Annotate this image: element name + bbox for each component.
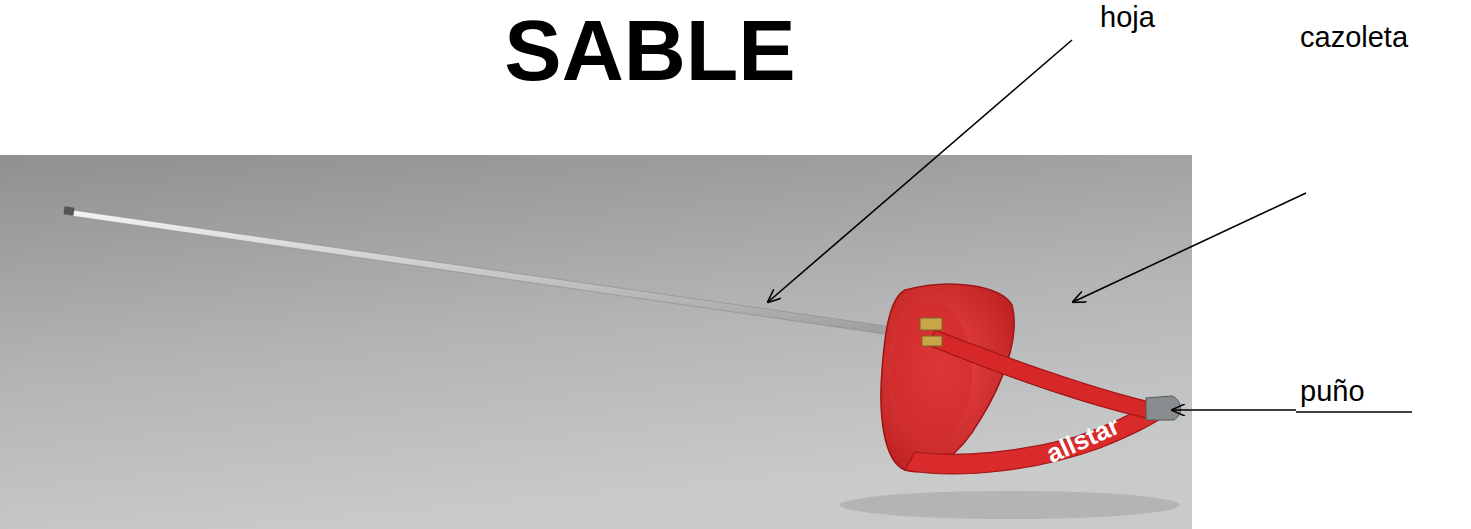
part-name: cazoleta — [1300, 20, 1408, 54]
grip — [928, 330, 1150, 418]
part-name: puño — [1300, 374, 1365, 408]
pommel — [1146, 396, 1181, 420]
leader-line — [1172, 409, 1296, 411]
guard-bell — [881, 284, 1014, 471]
diagram-title: SABLE — [430, 0, 870, 100]
blade — [72, 210, 914, 338]
part-name: hoja — [1100, 0, 1155, 34]
leader-line — [1296, 411, 1412, 412]
leader-line — [768, 40, 1072, 302]
photo-background — [0, 155, 1192, 529]
leader-line — [1073, 193, 1306, 302]
